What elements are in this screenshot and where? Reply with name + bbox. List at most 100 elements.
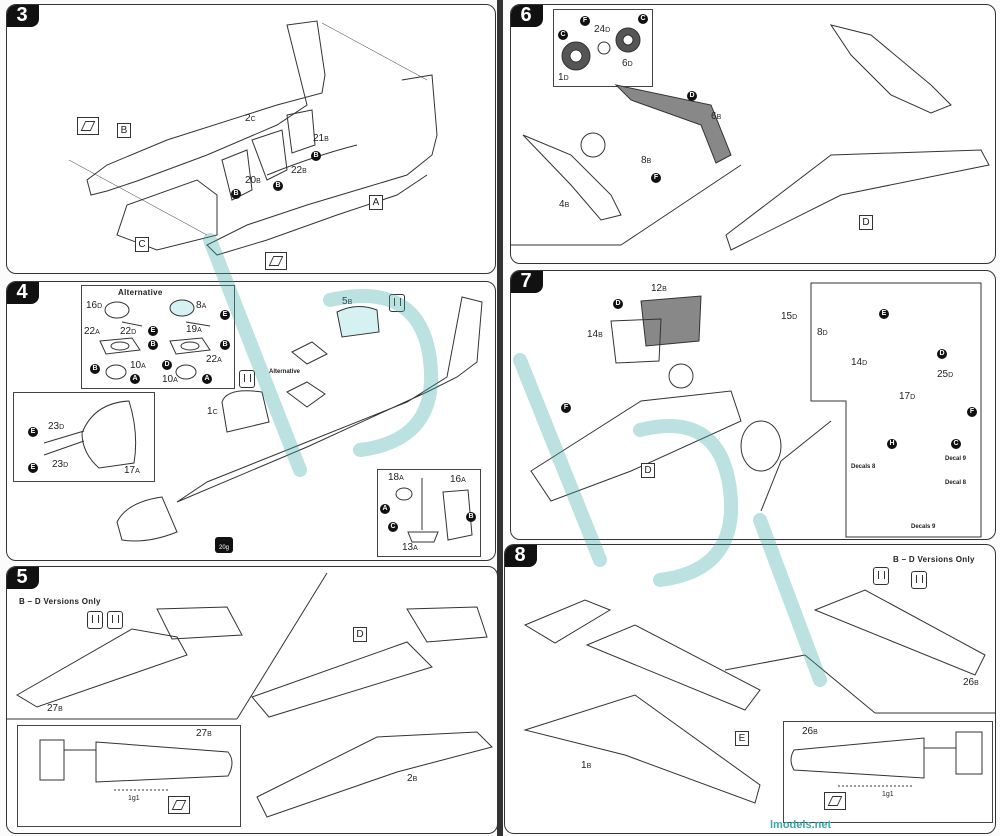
color-callout: E <box>148 326 158 336</box>
decal-note: Decal 9 <box>945 456 967 462</box>
glue-icon <box>911 571 927 589</box>
decal-icon <box>77 117 99 135</box>
pilot-seat-drawing <box>395 478 473 543</box>
part-label: 8B <box>641 155 652 166</box>
color-callout: B <box>90 364 100 374</box>
part-label: 22A <box>84 326 100 337</box>
step-6-panel: 6 24D 6D 1D C F C 6B 8B 4B D F D <box>510 4 996 264</box>
decal-note: Decals 9 <box>911 524 936 530</box>
color-callout: D <box>687 91 697 101</box>
color-callout: B <box>220 340 230 350</box>
part-label: 25D <box>937 369 954 380</box>
part-label: 27B <box>196 728 212 739</box>
part-label: 23D <box>52 459 69 470</box>
color-callout: B <box>148 340 158 350</box>
wing-label-d: D <box>353 627 367 642</box>
part-label: 27B <box>47 703 63 714</box>
color-callout: F <box>967 407 977 417</box>
decal-icon <box>265 252 287 270</box>
decal-note: Decal 8 <box>945 480 967 486</box>
part-label: 18A <box>388 472 404 483</box>
step-7-panel: 7 12B 14B D F D 15D 8D 14D 17D 25D E D F… <box>510 270 996 540</box>
nose-detail-inset: 23D 23D 17A E E <box>13 392 155 482</box>
color-callout: C <box>558 30 568 40</box>
fuselage-label-b: B <box>117 123 131 138</box>
part-label: 15D <box>781 311 798 322</box>
glue-icon <box>389 294 405 312</box>
alternative-heading: Alternative <box>118 288 163 297</box>
color-callout: B <box>466 512 476 522</box>
part-label: 22B <box>291 165 307 176</box>
color-callout: B <box>311 151 321 161</box>
fuselage-left-half-drawing <box>68 20 438 256</box>
part-label: 1D <box>558 72 569 83</box>
step-number: 6 <box>511 5 543 27</box>
fuselage-assembly-drawing <box>116 296 483 542</box>
color-callout: E <box>28 463 38 473</box>
dimension-label: 1g1 <box>882 791 894 798</box>
versions-note: B – D Versions Only <box>893 555 975 564</box>
part-label: 17A <box>124 465 140 476</box>
color-callout: H <box>887 439 897 449</box>
wing-underside-drawing <box>523 589 995 804</box>
part-label: 1C <box>207 406 218 417</box>
step-number: 7 <box>511 271 543 293</box>
part-label: 14B <box>587 329 603 340</box>
versions-note: B – D Versions Only <box>19 597 101 606</box>
part-label: 21B <box>313 133 329 144</box>
color-callout: C <box>388 522 398 532</box>
color-callout: A <box>202 374 212 384</box>
dimension-label: 1g1 <box>128 795 140 802</box>
part-label: 16A <box>450 474 466 485</box>
color-callout: F <box>580 16 590 26</box>
color-callout: F <box>561 403 571 413</box>
color-callout: A <box>130 374 140 384</box>
nose-cowl-drawing <box>43 400 137 469</box>
step-3-panel: 3 B A C 2C 21B 20B 22B B B B <box>6 4 496 274</box>
part-label: 10A <box>130 360 146 371</box>
step-number: 3 <box>7 5 39 27</box>
color-callout: E <box>28 427 38 437</box>
part-label: 23D <box>48 421 65 432</box>
part-label: 10A <box>162 374 178 385</box>
step-number: 8 <box>505 545 537 567</box>
part-label: 24D <box>594 24 611 35</box>
part-label: 4B <box>559 199 570 210</box>
color-callout: C <box>638 14 648 24</box>
part-label: 8D <box>817 327 828 338</box>
fuselage-label-c: C <box>135 237 149 252</box>
engine-propeller-drawing <box>530 282 982 538</box>
weight-icon: 20g <box>215 537 233 553</box>
color-callout: D <box>937 349 947 359</box>
glue-icon <box>239 370 255 388</box>
color-callout: D <box>162 360 172 370</box>
part-label: 22D <box>120 326 137 337</box>
wing-side-view-inset: 26B 1g1 <box>783 721 993 823</box>
color-callout: E <box>879 309 889 319</box>
step-number: 5 <box>7 567 39 589</box>
part-label: 6B <box>711 111 722 122</box>
part-label: 6D <box>622 58 633 69</box>
color-callout: B <box>273 181 283 191</box>
step-4-panel: 4 Alternative 16D 8A 22A 22D 19A 22A 10A… <box>6 281 496 561</box>
alternative-detail-inset: Alternative 16D 8A 22A 22D 19A 22A 10A 1… <box>81 285 235 389</box>
wing-assembly-drawing <box>7 572 493 818</box>
wing-profile-drawing <box>39 739 233 791</box>
wheel-parts-drawing <box>561 27 641 71</box>
seat-parts-drawing <box>99 299 211 380</box>
landing-gear-drawing <box>511 24 990 251</box>
glue-icon <box>107 611 123 629</box>
glue-icon <box>87 611 103 629</box>
decal-note: Decals 8 <box>851 464 876 470</box>
color-callout: C <box>951 439 961 449</box>
part-label: 26B <box>963 677 979 688</box>
color-callout: A <box>380 504 390 514</box>
wing-label-d: D <box>859 215 873 230</box>
part-label: 12B <box>651 283 667 294</box>
part-label: 17D <box>899 391 916 402</box>
part-label: 16D <box>86 300 103 311</box>
part-label: 5B <box>342 296 353 307</box>
part-label: 1B <box>581 760 592 771</box>
part-label: 22A <box>206 354 222 365</box>
color-callout: F <box>651 173 661 183</box>
